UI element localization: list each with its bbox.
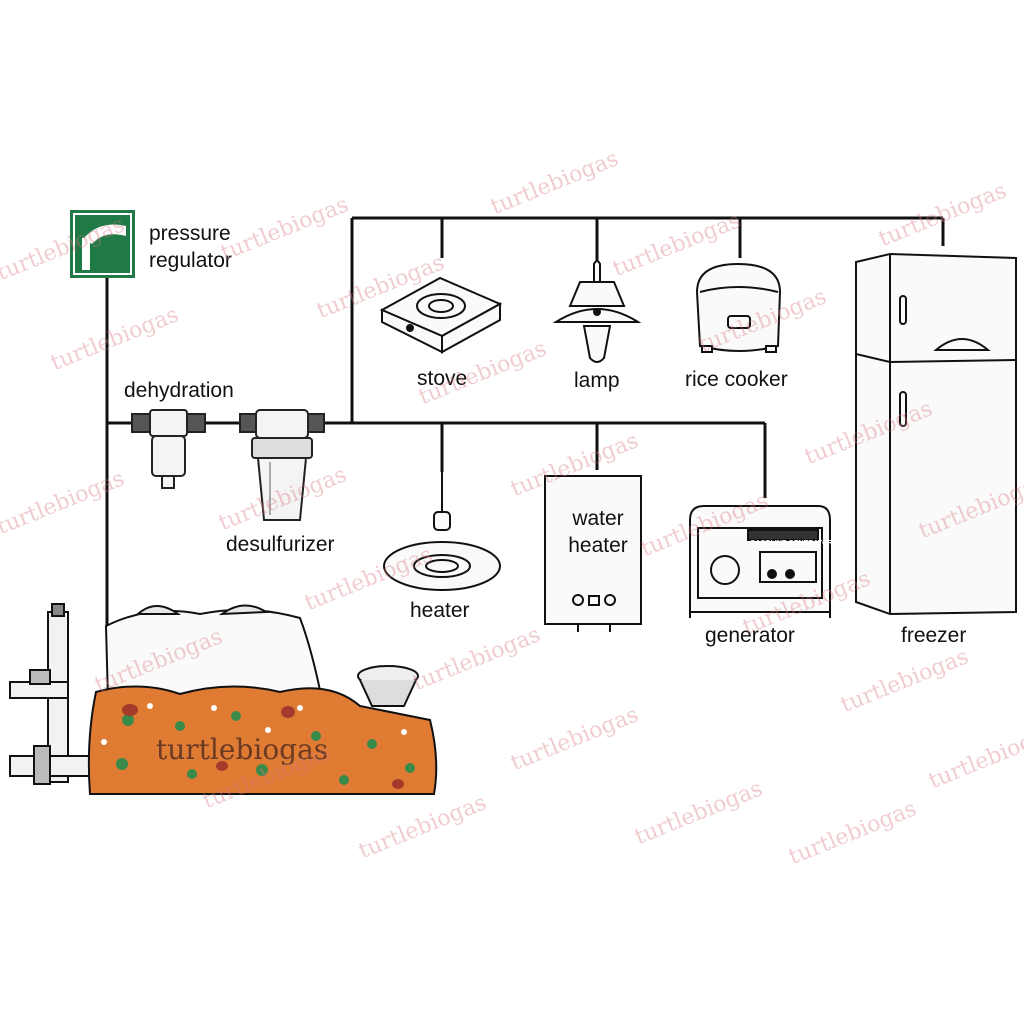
generator-icon [689, 505, 831, 618]
pressure-regulator-label: pressure regulator [149, 222, 232, 272]
lamp-icon [552, 260, 642, 363]
water-heater-label: water heater [568, 507, 628, 557]
desulfurizer-icon [239, 409, 325, 521]
generator-label: generator [705, 624, 795, 647]
dehydration-icon [131, 409, 206, 489]
heater-label: heater [410, 599, 470, 622]
water-heater-icon [544, 475, 642, 632]
lamp-label: lamp [574, 369, 620, 392]
gas-pipeline [105, 216, 945, 625]
freezer-label: freezer [901, 624, 967, 647]
dehydration-label: dehydration [124, 379, 234, 402]
stove-icon [379, 276, 503, 354]
freezer-icon [855, 252, 1017, 616]
pressure-regulator-icon [70, 210, 135, 278]
generator-plate-text: GASOLINE GENERATOR [750, 540, 833, 547]
heater-icon [383, 472, 501, 591]
rice-cooker-label: rice cooker [685, 368, 788, 391]
digester-brand-text: turtlebiogas [156, 733, 329, 766]
stove-label: stove [417, 367, 468, 390]
desulfurizer-label: desulfurizer [226, 533, 335, 556]
biogas-digester-icon [9, 603, 438, 795]
rice-cooker-icon [695, 262, 782, 353]
